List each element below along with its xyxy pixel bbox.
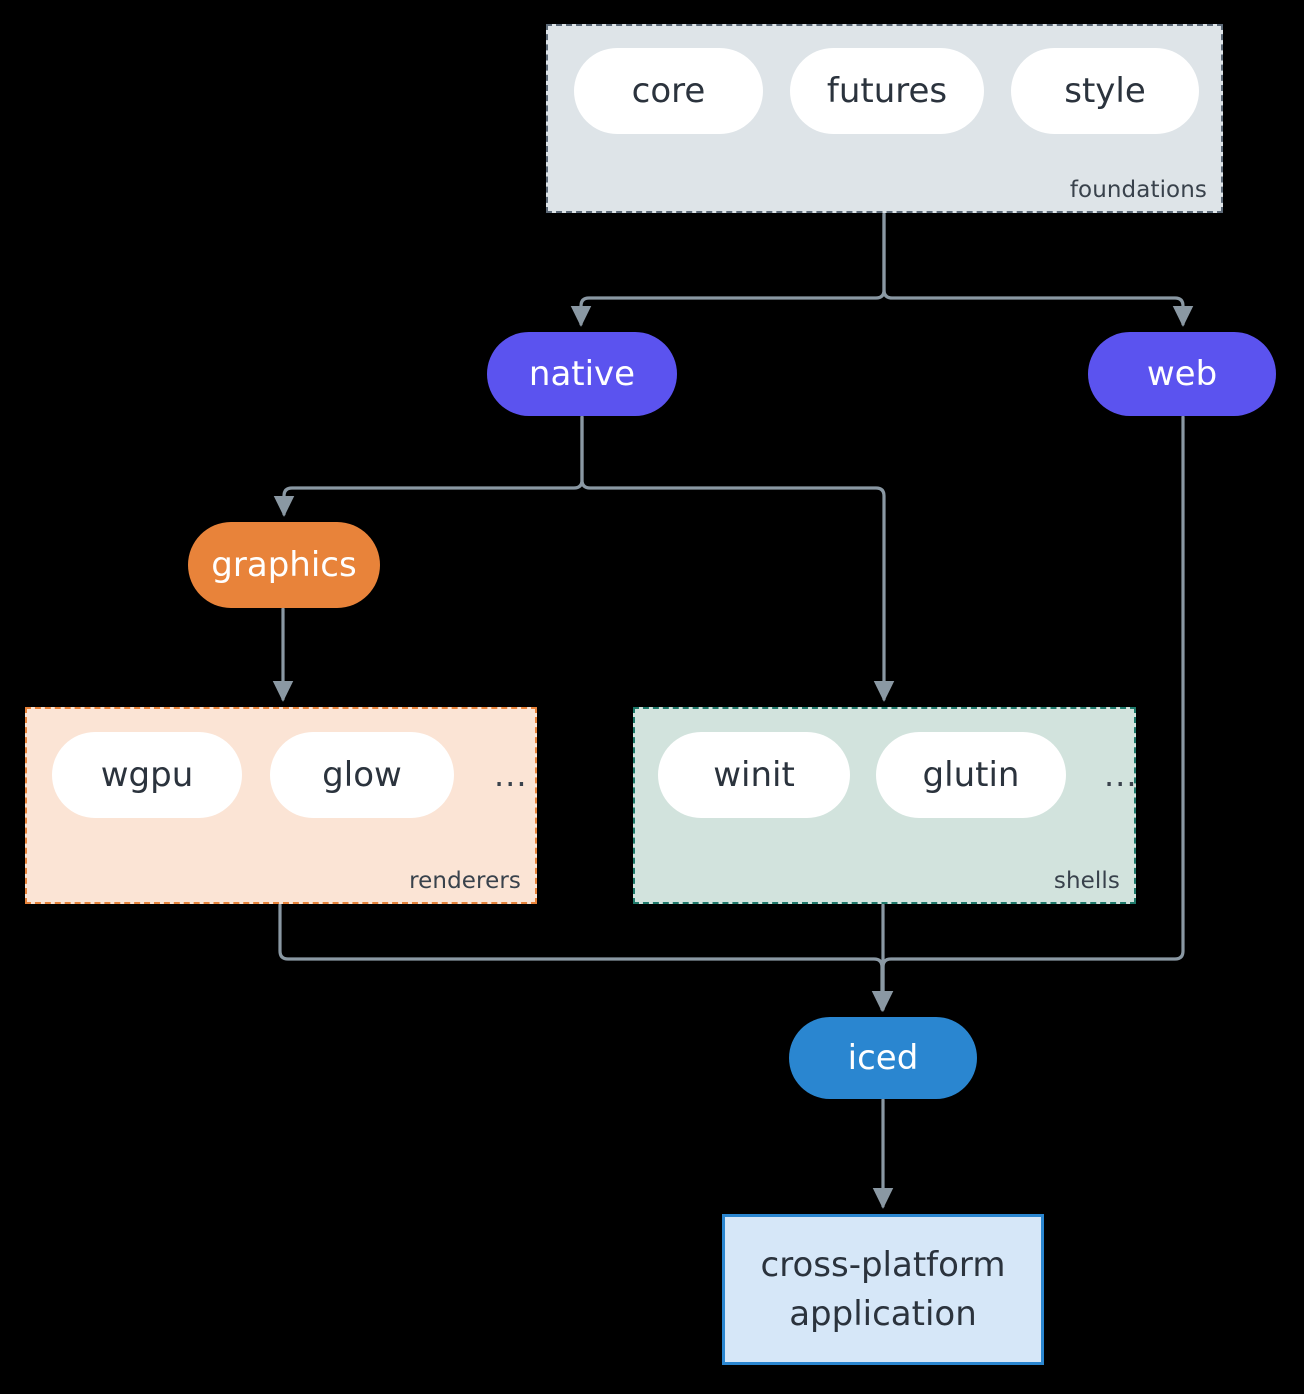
- node-application-line2: application: [789, 1293, 977, 1334]
- node-graphics[interactable]: graphics: [188, 522, 380, 608]
- node-core[interactable]: core: [574, 48, 763, 134]
- cluster-shells-label: shells: [1053, 868, 1120, 894]
- cluster-shells: winit glutin ... shells: [633, 707, 1138, 904]
- node-cross-platform-application[interactable]: cross-platform application: [722, 1214, 1044, 1365]
- edge-native-shells: [580, 415, 895, 702]
- node-winit[interactable]: winit: [658, 732, 850, 818]
- node-glow[interactable]: glow: [270, 732, 454, 818]
- cluster-renderers-label: renderers: [409, 868, 521, 894]
- edge-foundations-native: [570, 212, 886, 327]
- node-iced[interactable]: iced: [789, 1017, 977, 1099]
- cluster-foundations: core futures style foundations: [546, 24, 1223, 213]
- edge-native-graphics: [273, 415, 584, 517]
- node-glutin[interactable]: glutin: [876, 732, 1066, 818]
- node-futures[interactable]: futures: [790, 48, 984, 134]
- node-web[interactable]: web: [1088, 332, 1276, 416]
- cluster-shells-items: winit glutin ...: [658, 732, 1138, 818]
- renderers-overflow-ellipsis: ...: [494, 756, 528, 794]
- node-application-line1: cross-platform: [760, 1245, 1006, 1286]
- node-native[interactable]: native: [487, 332, 677, 416]
- cluster-foundations-label: foundations: [1069, 177, 1207, 203]
- cluster-renderers-items: wgpu glow ...: [52, 732, 528, 818]
- node-wgpu[interactable]: wgpu: [52, 732, 242, 818]
- edge-foundations-web: [882, 212, 1194, 327]
- cluster-foundations-items: core futures style: [574, 48, 1199, 134]
- edge-renderers-iced: [278, 903, 893, 1012]
- shells-overflow-ellipsis: ...: [1104, 756, 1138, 794]
- node-style[interactable]: style: [1011, 48, 1199, 134]
- cluster-renderers: wgpu glow ... renderers: [25, 707, 537, 904]
